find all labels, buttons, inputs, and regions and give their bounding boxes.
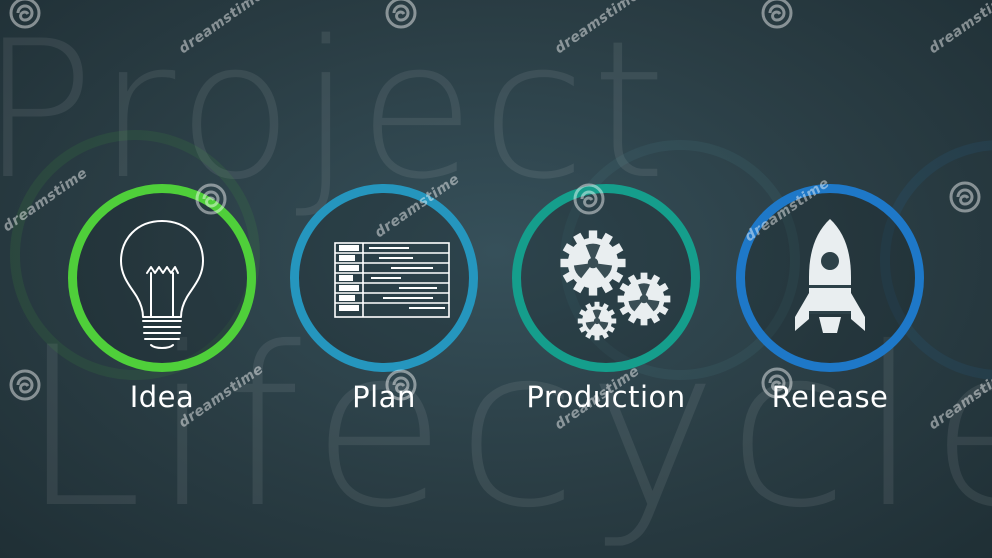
step-label-release: Release bbox=[771, 380, 889, 414]
step-production: Production bbox=[512, 184, 702, 414]
production-ring bbox=[512, 184, 700, 372]
dreamstime-spiral-logo bbox=[385, 369, 417, 401]
dreamstime-spiral-logo bbox=[761, 0, 793, 29]
background-ring bbox=[10, 130, 260, 380]
step-release: Release bbox=[736, 184, 926, 414]
dreamstime-spiral-logo bbox=[761, 367, 793, 399]
dreamstime-spiral-logo bbox=[9, 369, 41, 401]
rocket-icon bbox=[795, 219, 865, 333]
plan-ring bbox=[290, 184, 478, 372]
dreamstime-spiral-logo bbox=[9, 0, 41, 29]
step-label-plan: Plan bbox=[352, 380, 416, 414]
dreamstime-spiral-logo bbox=[949, 181, 981, 213]
release-ring bbox=[736, 184, 924, 372]
watermark-text: dreamstime bbox=[926, 0, 992, 58]
dreamstime-spiral-logo bbox=[385, 0, 417, 29]
watermark-text: dreamstime bbox=[176, 0, 267, 58]
dreamstime-spiral-logo bbox=[573, 183, 605, 215]
gears-icon bbox=[560, 230, 671, 341]
dreamstime-spiral-logo bbox=[195, 183, 227, 215]
step-idea: Idea bbox=[68, 184, 258, 414]
gantt-chart-icon bbox=[334, 242, 450, 318]
lightbulb-icon bbox=[120, 220, 204, 349]
idea-ring bbox=[68, 184, 256, 372]
step-label-idea: Idea bbox=[129, 380, 195, 414]
step-plan: Plan bbox=[290, 184, 480, 414]
watermark-text: dreamstime bbox=[552, 0, 643, 58]
step-label-production: Production bbox=[526, 380, 686, 414]
